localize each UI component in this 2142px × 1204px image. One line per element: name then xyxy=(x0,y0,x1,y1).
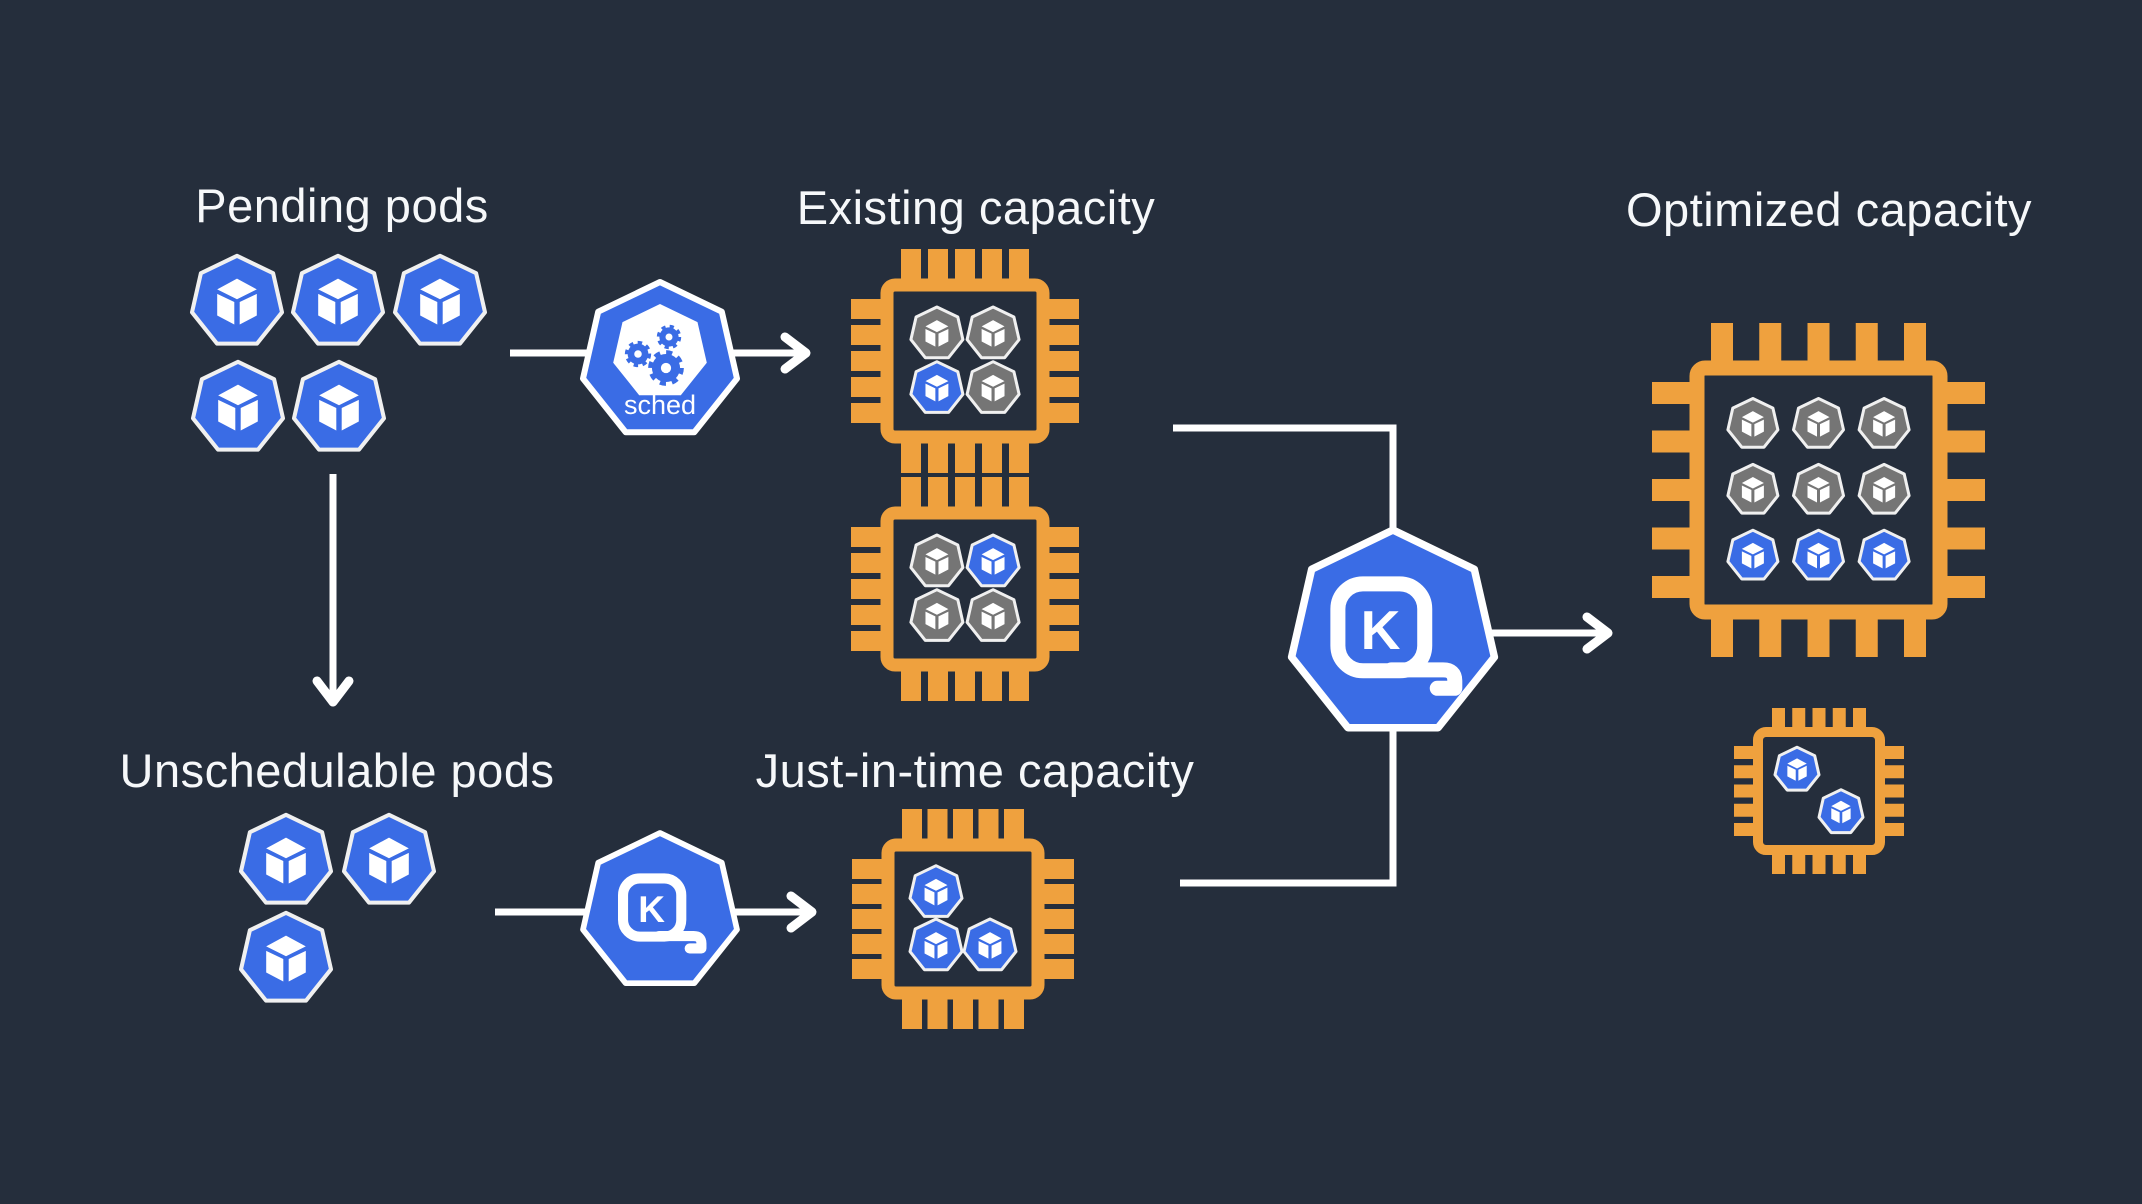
label-pending-pods: Pending pods xyxy=(195,179,489,232)
pod-icon-gray xyxy=(1726,462,1780,515)
pod-icon-gray xyxy=(965,588,1021,642)
pod-icon-gray xyxy=(909,533,965,588)
pod-icon-blue xyxy=(1773,745,1821,792)
pod-icon-blue xyxy=(291,359,387,452)
scheduler-label: sched xyxy=(624,390,696,420)
existing-capacity-node-1 xyxy=(851,249,1079,473)
karpenter-icon-main: K xyxy=(1287,526,1499,732)
pod-icon-blue xyxy=(238,910,334,1003)
existing-capacity-node-2 xyxy=(851,477,1079,701)
pod-icon-gray xyxy=(1792,462,1845,515)
label-unschedulable-pods: Unschedulable pods xyxy=(119,744,555,797)
pod-icon-blue xyxy=(908,917,964,972)
jit-capacity-node xyxy=(852,809,1074,1029)
pod-icon-blue xyxy=(962,917,1018,972)
connector-existing-to-karpenter xyxy=(1173,424,1397,540)
label-jit-capacity: Just-in-time capacity xyxy=(755,744,1195,797)
pod-icon-blue xyxy=(1857,528,1911,581)
pod-icon-blue xyxy=(290,253,386,346)
pod-icon-gray xyxy=(1726,397,1780,449)
pod-icon-gray xyxy=(965,305,1021,360)
pod-icon-blue xyxy=(238,812,334,905)
pod-icon-blue xyxy=(965,533,1021,588)
karpenter-letter: K xyxy=(1361,599,1401,661)
optimized-capacity-small-node xyxy=(1734,708,1904,874)
pod-icon-blue xyxy=(908,864,964,918)
arrow-karpenter-to-optimized xyxy=(1492,612,1613,654)
pod-icon-blue xyxy=(392,253,488,346)
pod-icon-blue xyxy=(1726,528,1780,581)
pod-icon-gray xyxy=(965,360,1021,414)
unschedulable-pods-group xyxy=(238,812,437,1003)
pod-icon-gray xyxy=(1792,397,1845,449)
karpenter-letter: K xyxy=(638,889,665,930)
optimized-capacity-large-node xyxy=(1652,323,1985,657)
pod-icon-blue xyxy=(909,360,965,414)
label-existing-capacity: Existing capacity xyxy=(796,181,1156,234)
pod-icon-blue xyxy=(1792,528,1845,581)
pod-icon-blue xyxy=(341,812,437,905)
pod-icon-blue xyxy=(189,253,285,346)
kube-scheduler-icon: sched xyxy=(580,279,740,436)
pod-icon-blue xyxy=(190,359,286,452)
pending-pods-group xyxy=(189,253,488,452)
pod-icon-gray xyxy=(1857,462,1911,515)
pod-icon-gray xyxy=(909,305,965,360)
karpenter-logo: K xyxy=(1330,576,1463,696)
pod-icon-blue xyxy=(1817,788,1865,835)
karpenter-icon-small: K xyxy=(580,830,740,987)
arrow-pending-to-unschedulable xyxy=(312,474,354,707)
karpenter-logo: K xyxy=(617,873,707,954)
pod-icon-gray xyxy=(909,588,965,642)
pod-icon-gray xyxy=(1857,397,1911,449)
connector-jit-to-karpenter xyxy=(1180,726,1397,887)
label-optimized-capacity: Optimized capacity xyxy=(1625,183,2033,236)
